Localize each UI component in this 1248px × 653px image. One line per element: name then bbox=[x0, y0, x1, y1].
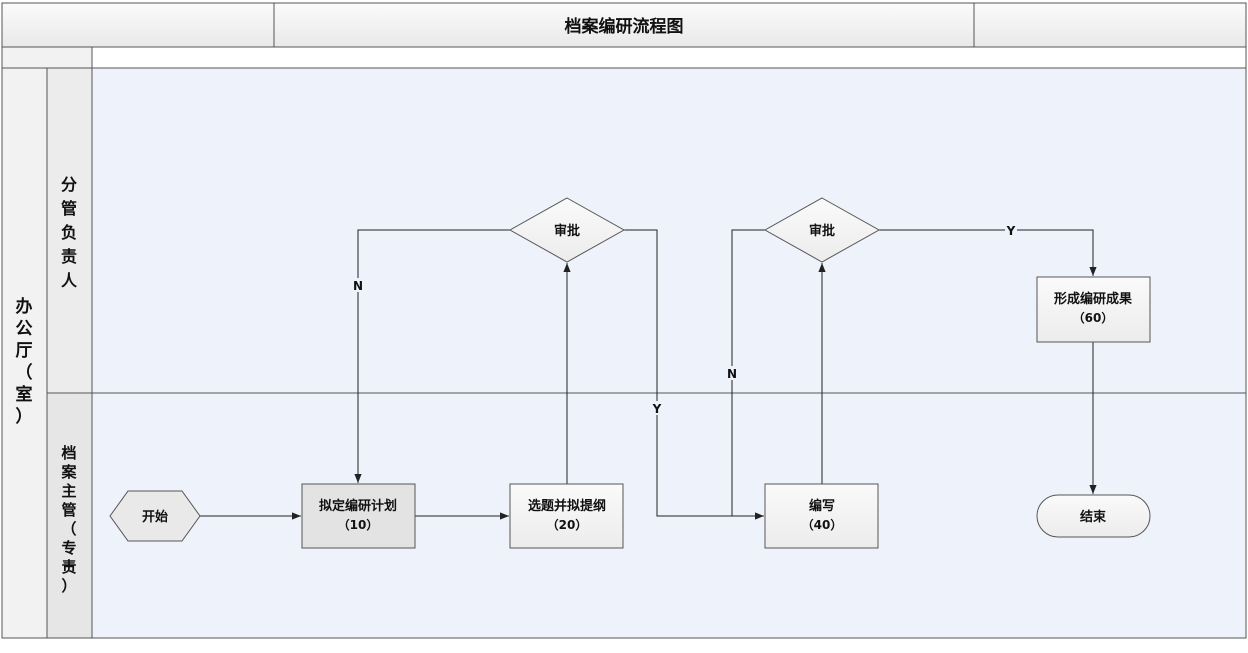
node-plan: 拟定编研计划 （10） bbox=[301, 483, 416, 549]
node-result: 形成编研成果 （60） bbox=[1036, 276, 1151, 343]
edge-label-bg bbox=[651, 401, 663, 415]
edge-label-approve2-no: N bbox=[727, 367, 737, 381]
edge-approve1-yes bbox=[624, 229, 764, 520]
lane-label-lower-text-glyphs: 档案主管（专责） bbox=[60, 444, 77, 595]
department-column bbox=[1, 67, 48, 639]
subheader-left-cell bbox=[1, 46, 93, 69]
edge-label-approve1-no: N bbox=[353, 279, 363, 293]
header-left-cell bbox=[1, 2, 275, 48]
lane-label-lower bbox=[46, 392, 93, 639]
dept-label-glyphs: 办公厅（室） bbox=[16, 296, 33, 427]
edge-label-approve2-yes: Y bbox=[1006, 224, 1016, 238]
lane-label-upper-text: 分管负责人 bbox=[61, 175, 78, 290]
lane-label-upper-text-glyphs: 分管负责人 bbox=[61, 175, 78, 290]
edge-approve2-yes bbox=[879, 229, 1097, 276]
node-write-code: （40） bbox=[802, 517, 843, 532]
node-result-label: 形成编研成果 bbox=[1054, 291, 1132, 307]
node-approve2: 审批 bbox=[763, 197, 881, 263]
header-title-cell bbox=[273, 2, 975, 48]
node-outline-label: 选题并拟提纲 bbox=[528, 498, 606, 514]
edge-approve1-no bbox=[354, 229, 510, 483]
node-plan-label: 拟定编研计划 bbox=[319, 498, 397, 514]
node-write-label: 编写 bbox=[809, 498, 835, 514]
node-start: 开始 bbox=[109, 490, 201, 542]
node-start-label: 开始 bbox=[142, 509, 168, 525]
node-end-label: 结束 bbox=[1080, 509, 1107, 525]
edge-label-approve1-yes: Y bbox=[652, 402, 662, 416]
lane-label-lower-text: 档案主管（专责） bbox=[60, 444, 77, 595]
node-approve1: 审批 bbox=[508, 197, 626, 263]
node-approve1-label: 审批 bbox=[554, 223, 580, 239]
edge-approve2-no bbox=[731, 229, 765, 516]
node-outline: 选题并拟提纲 （20） bbox=[509, 483, 624, 549]
node-result-code: （60） bbox=[1073, 310, 1114, 325]
edge-label-bg bbox=[1005, 223, 1017, 237]
page-title: 档案编研流程图 bbox=[565, 16, 684, 37]
edge-label-bg bbox=[726, 366, 738, 380]
node-approve2-label: 审批 bbox=[809, 223, 835, 239]
node-outline-code: （20） bbox=[547, 517, 588, 532]
edge-label-bg bbox=[352, 278, 364, 292]
node-plan-code: （10） bbox=[338, 517, 379, 532]
node-write: 编写 （40） bbox=[764, 483, 879, 549]
department-label: 办公厅（室） bbox=[16, 296, 33, 427]
subheader-main-cell bbox=[91, 46, 1247, 69]
header-right-cell bbox=[973, 2, 1247, 48]
connectors bbox=[200, 229, 1097, 520]
node-end: 结束 bbox=[1036, 494, 1151, 538]
